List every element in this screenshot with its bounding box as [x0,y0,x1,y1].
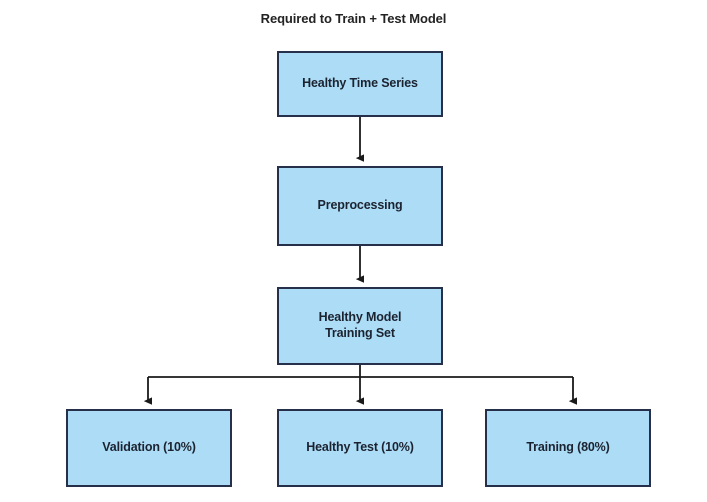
node-training[interactable]: Training (80%) [485,409,651,487]
node-healthy-test-label: Healthy Test (10%) [306,440,414,455]
node-validation[interactable]: Validation (10%) [66,409,232,487]
node-preprocessing[interactable]: Preprocessing [277,166,443,246]
node-healthy-time-series-label: Healthy Time Series [302,76,418,91]
node-healthy-time-series[interactable]: Healthy Time Series [277,51,443,117]
node-preprocessing-label: Preprocessing [317,198,403,213]
page-title: Required to Train + Test Model [260,11,447,26]
node-healthy-model-training-set[interactable]: Healthy Model Training Set [277,287,443,365]
node-validation-label: Validation (10%) [102,440,196,455]
node-training-label: Training (80%) [526,440,610,455]
node-healthy-model-training-set-label: Healthy Model Training Set [318,310,402,340]
node-healthy-test[interactable]: Healthy Test (10%) [277,409,443,487]
